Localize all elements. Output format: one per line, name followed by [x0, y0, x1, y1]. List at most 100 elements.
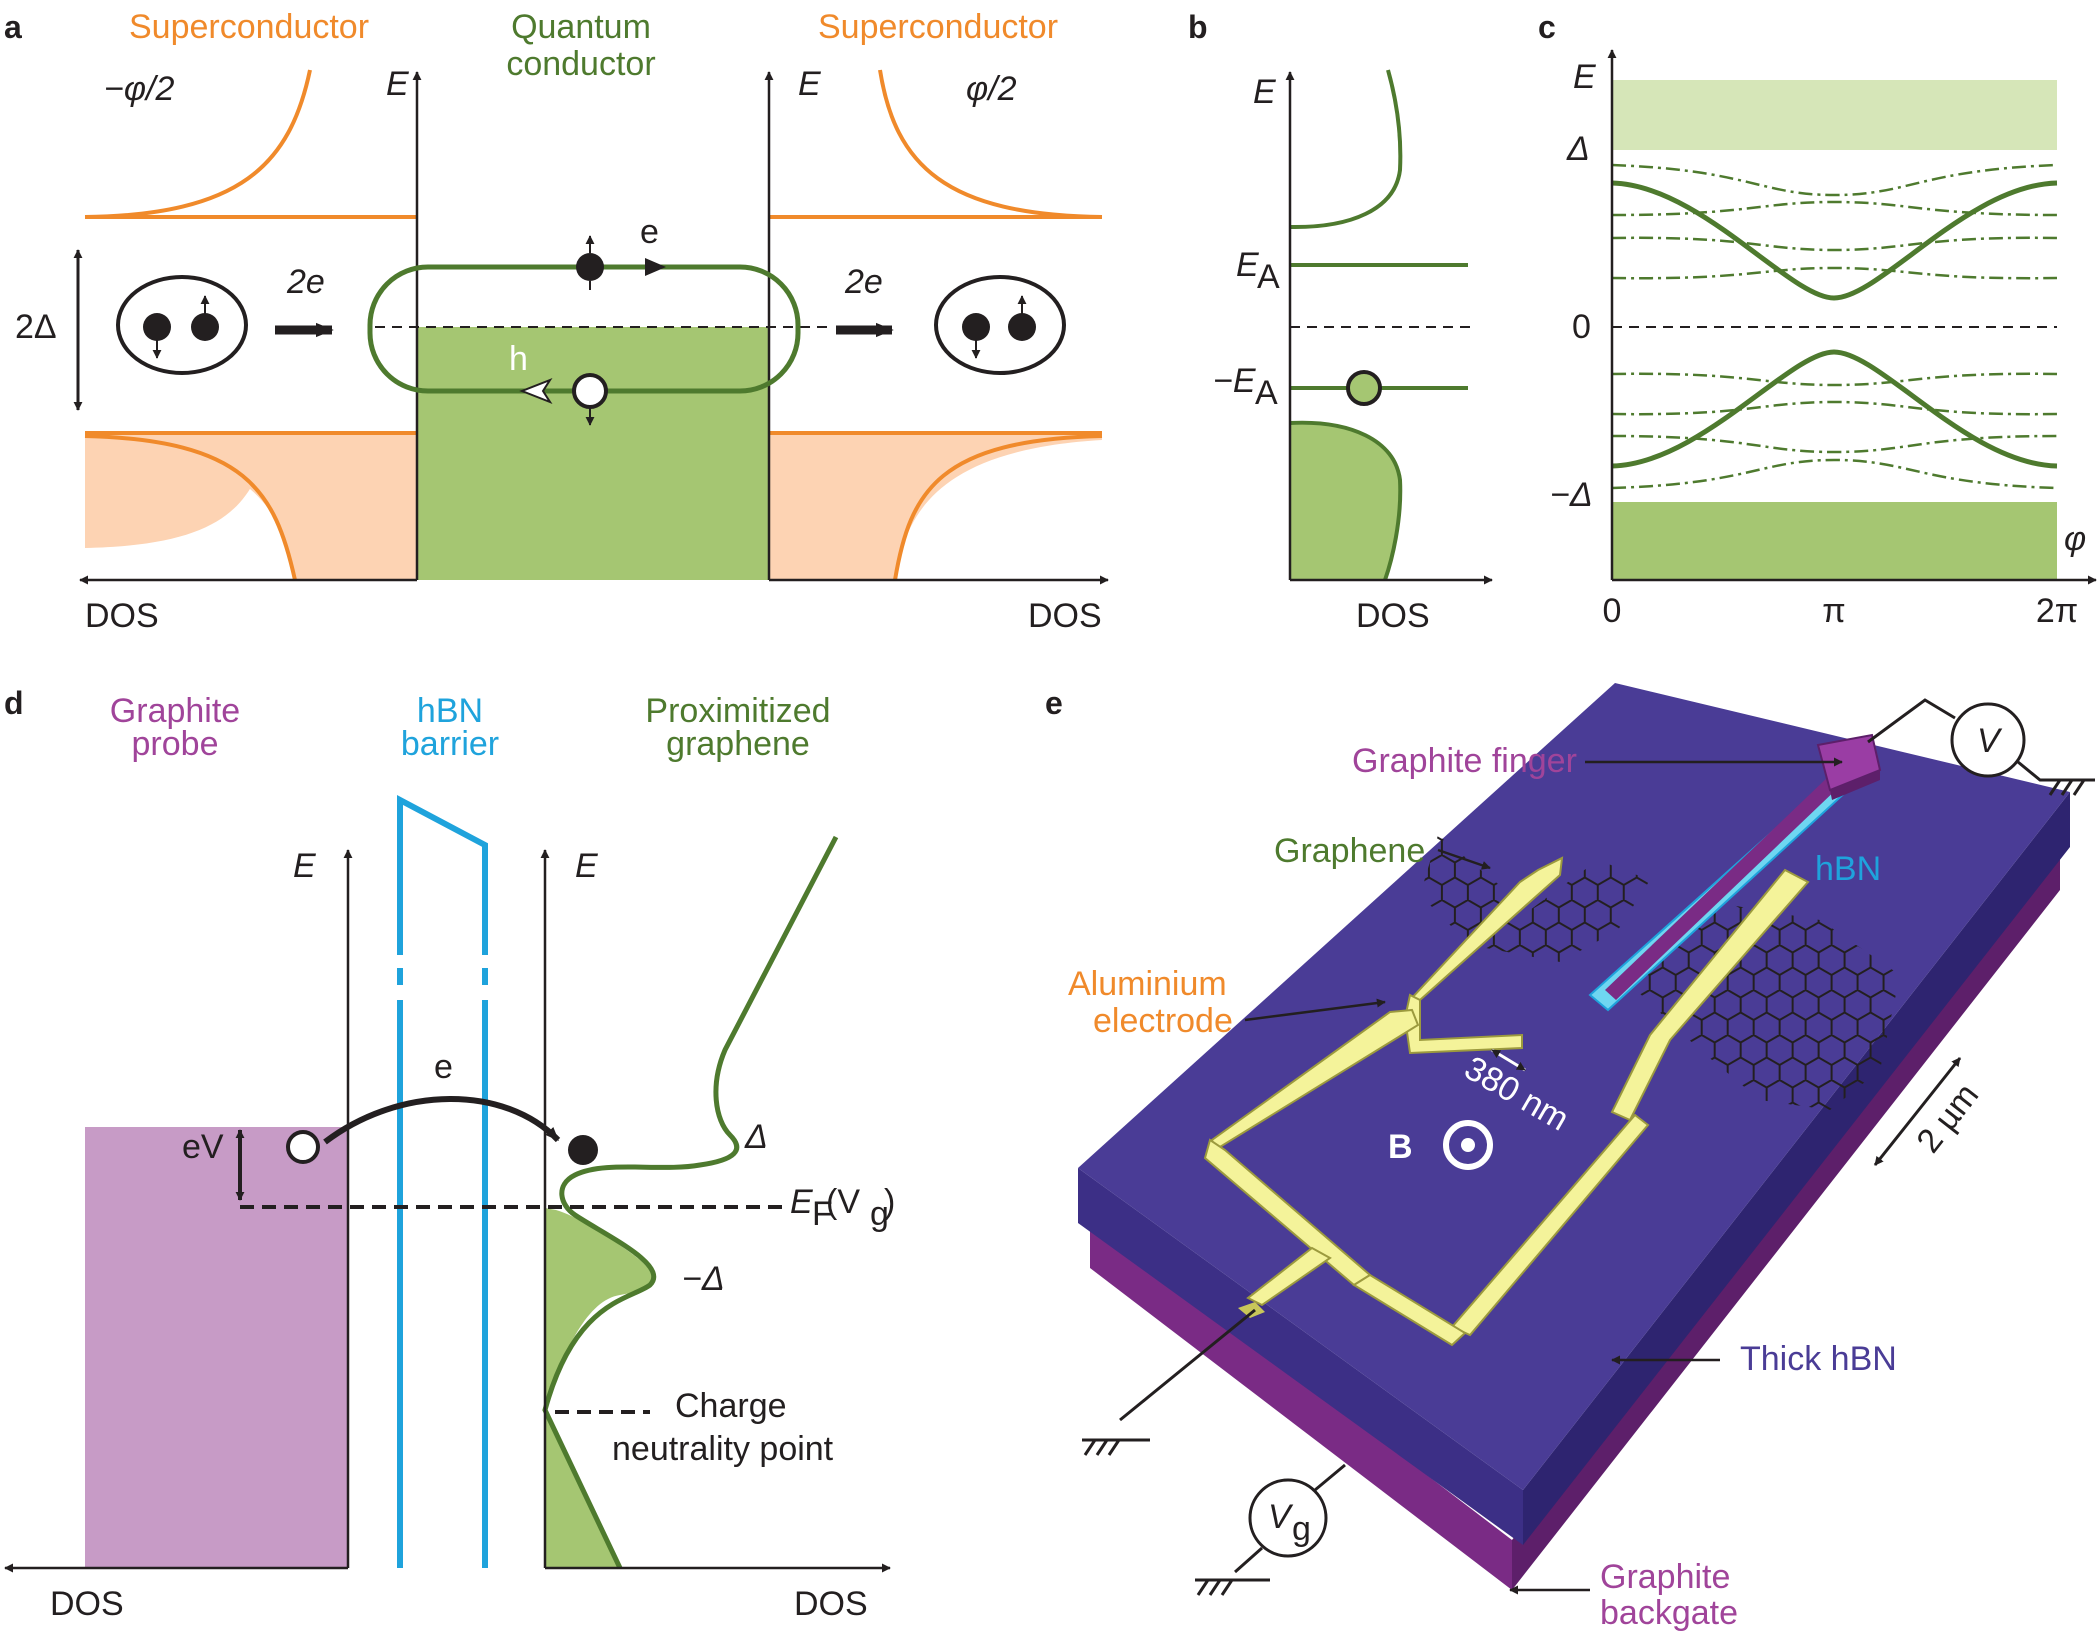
upper-continuum-band [1612, 80, 2057, 150]
voltmeter-icon [1950, 702, 2026, 778]
right-energy-label: E [798, 65, 821, 103]
right-superconductor-title: Superconductor [818, 8, 1058, 46]
d-graphene-energy-label: E [575, 847, 598, 885]
right-cooper-pair [934, 275, 1066, 375]
dashed-excited-levels [1611, 163, 2058, 490]
thick-hbn-top-face [1078, 683, 2070, 1490]
left-phase-label: −φ/2 [104, 70, 174, 108]
hbn-barrier-title-1: hBN [417, 692, 483, 730]
graphite-probe-title-1: Graphite [110, 692, 240, 730]
right-pair-charge: 2e [844, 263, 883, 301]
thick-hbn-front-face [1078, 1168, 1523, 1545]
panel-a-letter: a [4, 9, 22, 45]
voltmeter-ground-icon [2048, 779, 2086, 796]
tunnel-electron-label: e [434, 1048, 453, 1086]
graphene-dos-curve [542, 835, 839, 1570]
gate-voltage-sub: g [1292, 1510, 1311, 1548]
right-lower-coherence-peak [893, 434, 1103, 581]
graphene-label: Graphene [1274, 832, 1425, 870]
right-dos-label: DOS [1028, 597, 1102, 635]
filled-continuum [1290, 422, 1401, 580]
ea-label: E [1236, 246, 1259, 284]
electron-dot [576, 253, 604, 281]
left-pair-charge: 2e [286, 263, 325, 301]
d-delta-label: Δ [744, 1118, 768, 1156]
upper-continuum-edge [1289, 69, 1403, 230]
left-superconductor-title: Superconductor [129, 8, 369, 46]
backgate-label-2: backgate [1600, 1594, 1738, 1632]
panel-e-letter: e [1045, 685, 1063, 721]
quantum-title-line2: conductor [506, 45, 655, 83]
graphite-finger-body [1605, 775, 1842, 1000]
b-energy-label: E [1253, 73, 1276, 111]
b-dos-label: DOS [1356, 597, 1430, 635]
cnp-label-2: neutrality point [612, 1430, 834, 1468]
tunneling-arrow [323, 1096, 561, 1145]
gap-size-arrow [1491, 1048, 1526, 1072]
right-upper-coherence-peak [878, 69, 1103, 219]
fermi-arg-close: ) [884, 1183, 895, 1221]
quantum-title-line1: Quantum [511, 8, 651, 46]
hbn-label: hBN [1815, 850, 1881, 888]
prox-graphene-title-2: graphene [666, 725, 810, 763]
d-right-dos-label: DOS [794, 1585, 868, 1623]
panel-c-letter: c [1538, 9, 1556, 45]
right-filled-dos [770, 433, 1102, 580]
quantum-filled-states [417, 327, 769, 580]
electron-label: e [640, 213, 659, 251]
panel-e: e B [1045, 683, 2095, 1632]
backgate-label-1: Graphite [1600, 1558, 1730, 1596]
neg-ea-label: −E [1213, 362, 1256, 400]
panel-b: b E E A −E A DOS [1188, 9, 1493, 635]
field-label: B [1388, 1128, 1413, 1166]
c-tick-0: 0 [1603, 592, 1622, 630]
backgate-front-face [1090, 1218, 1512, 1590]
andreev-bound-state-upper [1611, 180, 2058, 301]
aluminium-label-2: electrode [1093, 1002, 1233, 1040]
lower-continuum-band [1612, 502, 2057, 580]
panel-c: c E Δ 0 −Δ φ 0 π 2π [1538, 9, 2097, 630]
c-energy-label: E [1573, 58, 1596, 96]
fermi-arg-open: (V [826, 1183, 860, 1221]
fermi-sub: F [812, 1195, 833, 1233]
cnp-label-1: Charge [675, 1387, 787, 1425]
gate-voltage-icon [1248, 1478, 1328, 1558]
c-delta-label: Δ [1566, 130, 1590, 168]
panel-d: d Graphite probe hBN barrier Proximitize… [4, 685, 895, 1623]
graphite-finger-label: Graphite finger [1352, 742, 1577, 780]
panel-a: a Superconductor Quantum conductor Super… [4, 8, 1109, 635]
d-probe-energy-label: E [293, 847, 316, 885]
left-energy-label: E [386, 65, 409, 103]
c-neg-delta-label: −Δ [1550, 476, 1593, 514]
hbn-barrier-title-2: barrier [401, 725, 499, 763]
scale-arrow [1873, 1057, 1962, 1166]
panel-b-letter: b [1188, 9, 1208, 45]
graphite-probe-title-2: probe [132, 725, 219, 763]
andreev-bound-state-lower [1611, 349, 2058, 469]
prox-graphene-title-1: Proximitized [645, 692, 830, 730]
d-neg-delta-label: −Δ [682, 1260, 725, 1298]
occupied-state-dot [1346, 370, 1382, 406]
d-left-dos-label: DOS [50, 1585, 124, 1623]
gap-label: 2Δ [15, 308, 57, 346]
bias-label: eV [182, 1128, 224, 1166]
gate-voltage-label: V [1268, 1498, 1294, 1536]
panel-d-letter: d [4, 685, 24, 721]
c-tick-2pi: 2π [2036, 592, 2078, 630]
aluminium-electrode-top [1203, 856, 1810, 1347]
probe-hole [286, 1130, 320, 1164]
thick-hbn-label: Thick hBN [1740, 1340, 1897, 1378]
tunneled-electron [568, 1135, 598, 1165]
graphite-probe-filled-states [85, 1127, 348, 1567]
right-phase-label: φ/2 [966, 70, 1017, 108]
scale-label: 2 µm [1909, 1076, 1986, 1160]
thick-hbn-side-face [1523, 792, 2070, 1545]
fermi-arg-sub: g [870, 1195, 889, 1233]
neg-ea-sub: A [1255, 374, 1278, 412]
left-lower-coherence-peak [84, 434, 297, 581]
fermi-label: E [790, 1183, 813, 1221]
hole-label: h [509, 340, 528, 378]
aluminium-label-1: Aluminium [1068, 965, 1227, 1003]
left-dos-label: DOS [85, 597, 159, 635]
